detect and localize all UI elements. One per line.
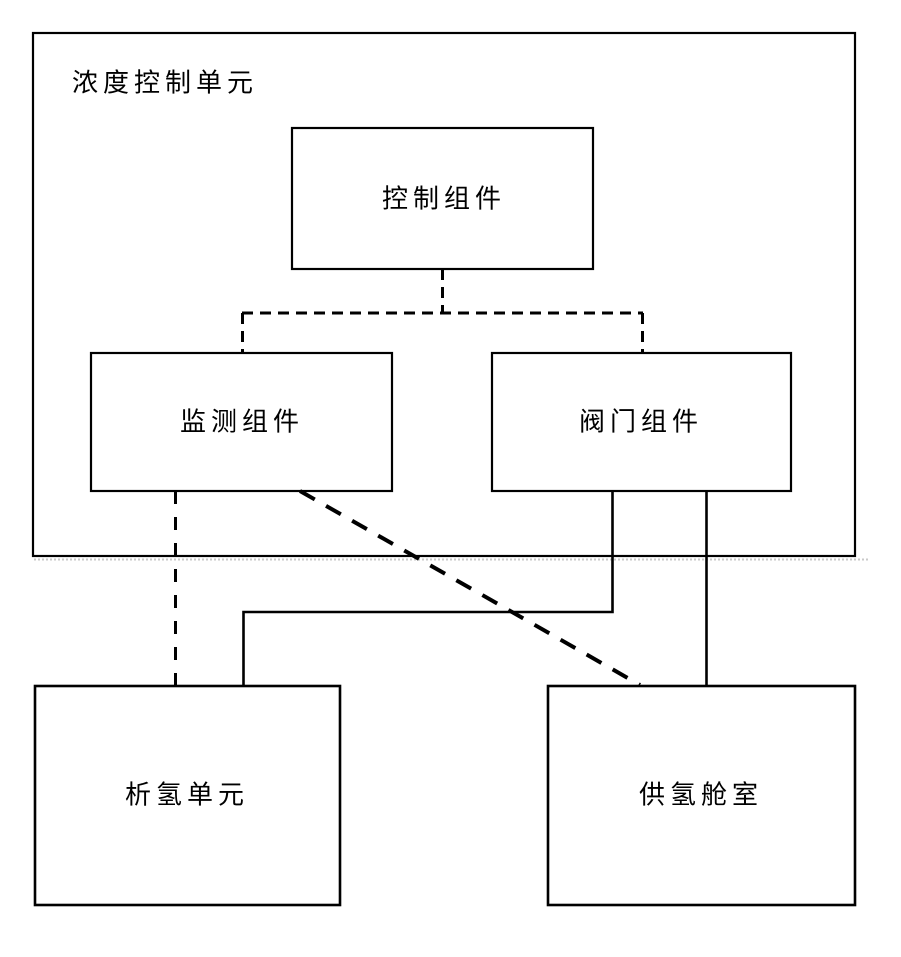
hydrogen-supply-chamber-box[interactable] [546,684,857,907]
valve-component-box[interactable] [490,351,793,493]
monitoring-to-hydrogen-supply-connector [299,489,641,687]
valve-to-hydrogen-evolution-connector [242,491,614,686]
control-component-box[interactable] [290,126,595,271]
monitoring-component-label: 监测组件 [180,408,304,438]
valve-component-label: 阀门组件 [579,408,703,438]
hydrogen-evolution-unit-label: 析氢单元 [125,781,249,811]
concentration-control-unit-box [31,31,857,558]
control-component-label: 控制组件 [382,185,506,215]
monitoring-component-box[interactable] [89,351,394,493]
concentration-control-unit-title: 浓度控制单元 [72,69,258,99]
hydrogen-evolution-unit-box[interactable] [33,684,342,907]
hydrogen-supply-chamber-label: 供氢舱室 [639,781,763,811]
